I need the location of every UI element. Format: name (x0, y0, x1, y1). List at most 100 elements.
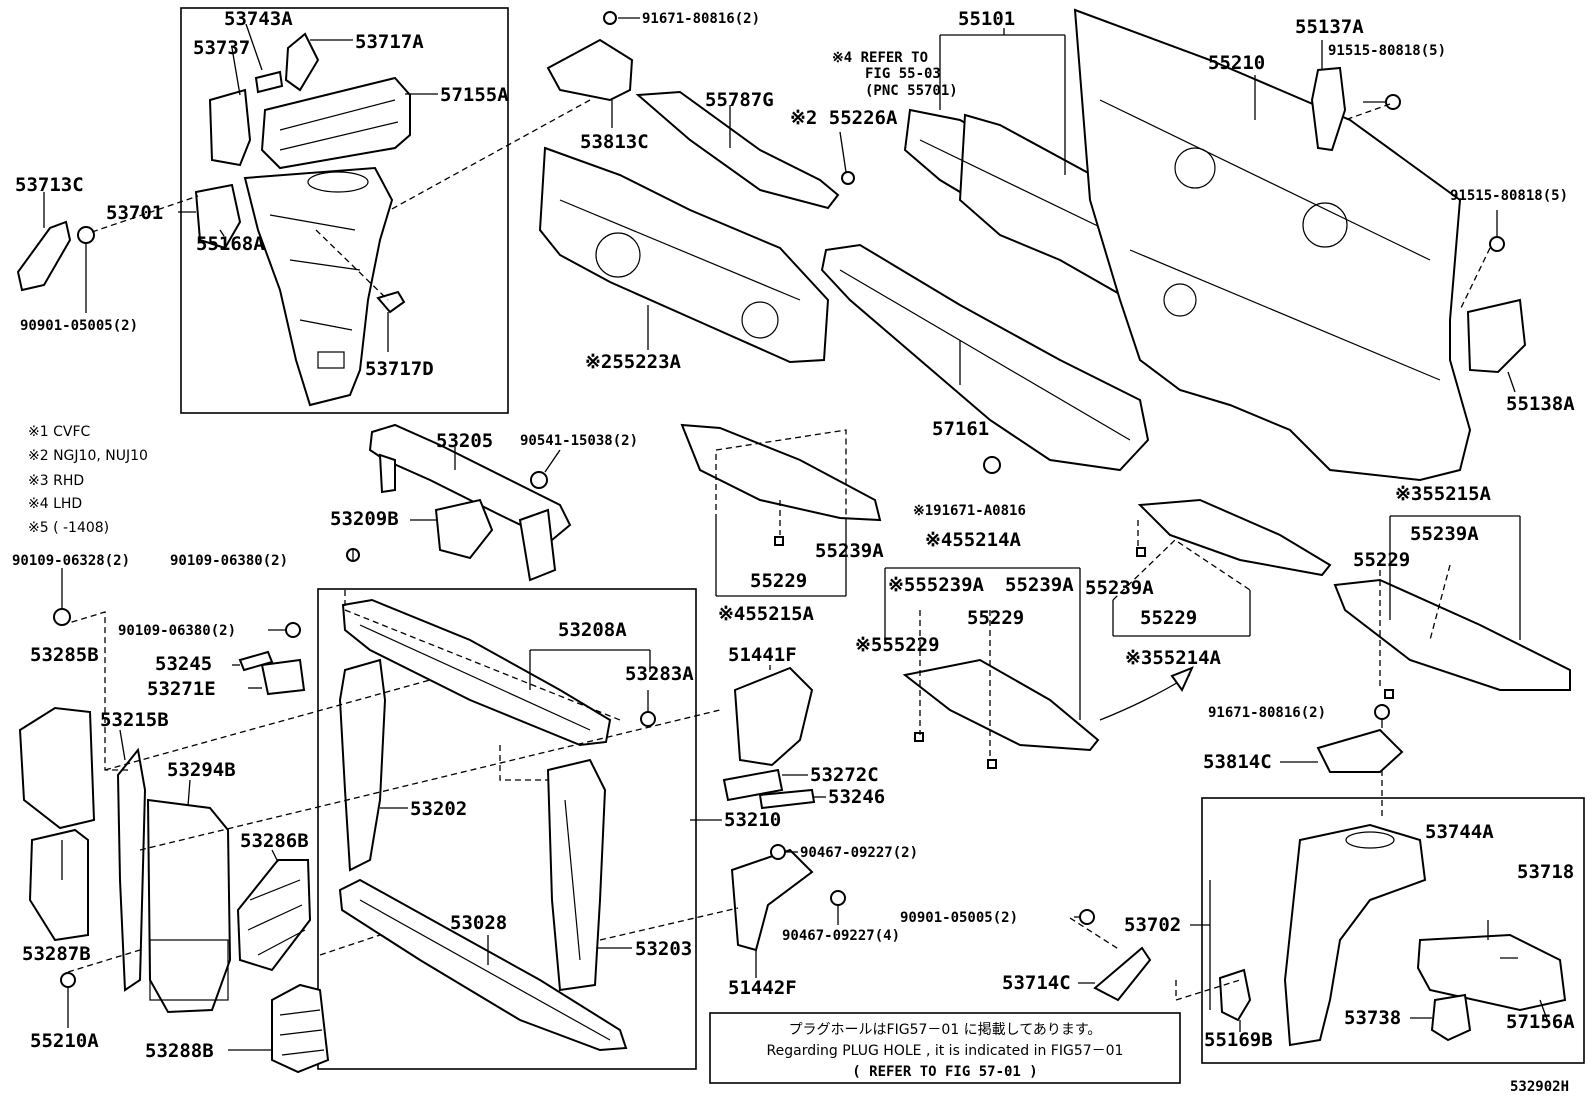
label-53210: 53210 (724, 809, 781, 831)
bolt-91671-80816-right (1374, 704, 1390, 720)
part-53713C-bracket-shape (16, 220, 72, 292)
part-53814C-bracket-shape (1316, 728, 1404, 773)
label-91515-80818-b: 91515-80818(5) (1450, 188, 1568, 204)
label-53285B: 53285B (30, 644, 99, 666)
part-53743A-bracket-shape (254, 70, 284, 94)
clip-55210A (60, 972, 76, 988)
bolt-90541-15038 (530, 471, 548, 489)
label-55239A-4: 55239A (1085, 577, 1154, 599)
part-53717A-bracket-shape (284, 32, 320, 92)
legend-item-1: ※1 CVFC (28, 424, 90, 440)
label-55239A-5: 55239A (1410, 523, 1479, 545)
part-53208A-support-upper-shape (341, 598, 612, 747)
lower-right-apron-group-frame (1201, 797, 1585, 1064)
label-53717A: 53717A (355, 31, 424, 53)
label-55215A-rhd: ※355215A (1395, 483, 1492, 505)
legend-item-3: ※3 RHD (28, 473, 84, 489)
label-91515-80818-a: 91515-80818(5) (1328, 43, 1446, 59)
label-53208A: 53208A (558, 619, 627, 641)
part-labels: 53743A 53737 53717A 57155A 53713C 53701 … (12, 8, 1575, 1062)
label-90541-15038: 90541-15038(2) (520, 433, 638, 449)
part-53272C-53246-pad-shape (722, 768, 816, 810)
part-55215A-louvre-rhd-shape (1333, 578, 1571, 691)
label-53738: 53738 (1344, 1007, 1401, 1029)
label-53283A: 53283A (625, 663, 694, 685)
bolt-91515-80818-b (1489, 236, 1505, 252)
part-55210-dash-panel-shape (1073, 8, 1472, 482)
label-53718: 53718 (1517, 861, 1574, 883)
part-53702-apron-shape (1283, 823, 1427, 1047)
label-51442F: 51442F (728, 977, 797, 999)
label-55210: 55210 (1208, 52, 1265, 74)
bolt-90467-09227-a (770, 844, 786, 860)
bolt-91671-80816-top (603, 11, 617, 25)
label-53271E: 53271E (147, 678, 216, 700)
label-53287B: 53287B (22, 943, 91, 965)
label-91671-80816-top: 91671-80816(2) (642, 11, 760, 27)
label-55229-5: 55229 (1353, 549, 1410, 571)
part-53202-side-support-shape (338, 658, 387, 872)
label-90109-06328: 90109-06328(2) (12, 553, 130, 569)
label-53272C: 53272C (810, 764, 879, 786)
label-55223A: ※255223A (585, 351, 682, 373)
part-53205-support-upper-shape (368, 423, 572, 582)
part-53215B-seal-shape (116, 747, 147, 992)
part-55169B-bracket-shape (1218, 968, 1252, 1022)
part-55223A-insulator-shape (538, 146, 830, 364)
label-55787G: 55787G (705, 89, 774, 111)
clip-55226A (841, 171, 855, 185)
label-55215A-lhd: ※455215A (718, 603, 815, 625)
label-91671-80816-right: 91671-80816(2) (1208, 705, 1326, 721)
part-51441F-bracket-shape (733, 666, 814, 767)
label-53215B: 53215B (100, 709, 169, 731)
label-90901-05005-left: 90901-05005(2) (20, 318, 138, 334)
part-53717D-clip-shape (376, 290, 406, 314)
label-53245: 53245 (155, 653, 212, 675)
label-90467-09227-b: 90467-09227(4) (782, 928, 900, 944)
plug-hole-note-frame (709, 1012, 1181, 1084)
part-55168A-bracket-shape (194, 183, 242, 250)
part-53209B-bracket-shape (434, 498, 494, 560)
refer-note-line-2: FIG 55-03 (865, 66, 941, 82)
label-53286B: 53286B (240, 830, 309, 852)
radiator-support-group-frame (317, 588, 697, 1070)
upper-left-apron-group-frame (180, 7, 509, 414)
part-53738-bracket-shape (1430, 993, 1472, 1042)
bolt-91515-80818-a (1385, 94, 1401, 110)
label-90467-09227-a: 90467-09227(2) (800, 845, 918, 861)
part-55787G-seal-shape (635, 90, 840, 210)
bolt-90467-09227-b (830, 890, 846, 906)
label-57161: 57161 (932, 418, 989, 440)
part-53294B-duct-shape (146, 798, 232, 1014)
clip-53283A (640, 711, 656, 727)
bolt-90109-06380-b (285, 622, 301, 638)
label-90109-06380-a: 90109-06380(2) (170, 553, 288, 569)
part-53813C-bracket-shape (546, 38, 634, 102)
label-53737: 53737 (193, 37, 250, 59)
label-53702: 53702 (1124, 914, 1181, 936)
label-90109-06380-b: 90109-06380(2) (118, 623, 236, 639)
part-53714C-bracket-shape (1093, 946, 1152, 1002)
plug-note-en: Regarding PLUG HOLE , it is indicated in… (767, 1043, 1124, 1059)
label-55239A-2: ※555239A (888, 574, 985, 596)
bolt-90901-05005-right (1079, 909, 1095, 925)
part-53701-apron-shape (243, 166, 394, 407)
part-55138A-bracket-shape (1466, 298, 1527, 374)
part-53737-bracket-shape (208, 88, 252, 167)
legend-item-2: ※2 NGJ10, NUJ10 (28, 448, 148, 464)
figure-code: 532902H (1510, 1079, 1569, 1095)
part-57161-cowl-lower-shape (820, 243, 1150, 472)
part-53288B-guide-shape (271, 983, 330, 1074)
label-53202: 53202 (410, 798, 467, 820)
label-57155A: 57155A (440, 84, 509, 106)
dashed-lines (61, 99, 1491, 1001)
part-53028-support-lower-shape (338, 878, 628, 1052)
part-53245-53271E-pad-shape (238, 650, 306, 696)
label-55210A: 55210A (30, 1030, 99, 1052)
label-55229-3: 55229 (967, 607, 1024, 629)
part-57155A-upper-member-shape (260, 76, 411, 170)
label-55214A-rhd: ※355214A (1125, 647, 1222, 669)
part-51442F-bracket-shape (730, 848, 814, 952)
label-53714C: 53714C (1002, 972, 1071, 994)
